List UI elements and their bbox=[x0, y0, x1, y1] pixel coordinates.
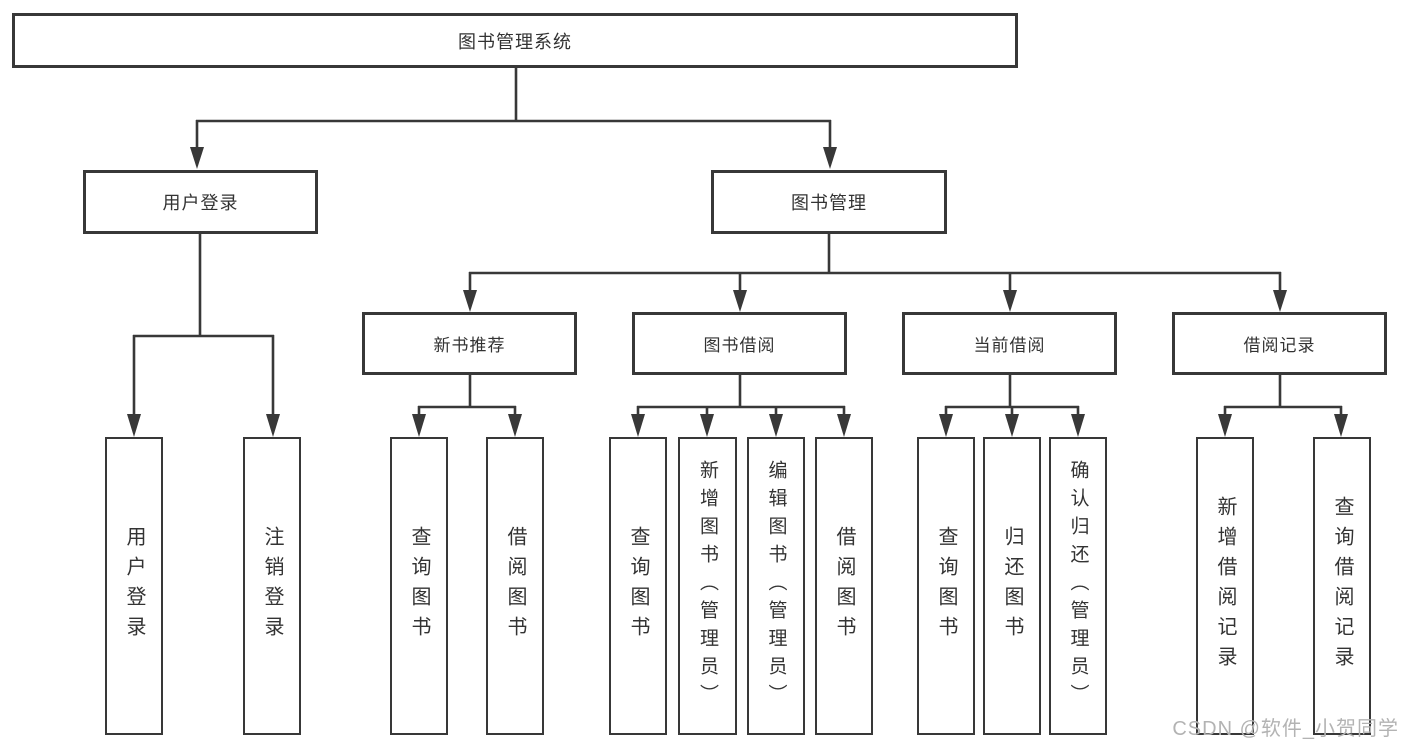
node-book-management: 图书管理 bbox=[711, 170, 947, 234]
leaf-add-borrow-record: 新增借阅记录 bbox=[1196, 437, 1254, 735]
leaf-query-borrow-record: 查询借阅记录 bbox=[1313, 437, 1371, 735]
node-borrow-records: 借阅记录 bbox=[1172, 312, 1387, 375]
node-current-borrow: 当前借阅 bbox=[902, 312, 1117, 375]
csdn-watermark: CSDN @软件_小贺同学 bbox=[1172, 718, 1399, 740]
leaf-query-books-borrow: 查询图书 bbox=[609, 437, 667, 735]
node-book-borrow: 图书借阅 bbox=[632, 312, 847, 375]
node-new-book-recommend: 新书推荐 bbox=[362, 312, 577, 375]
leaf-return-books: 归还图书 bbox=[983, 437, 1041, 735]
leaf-logout: 注销登录 bbox=[243, 437, 301, 735]
leaf-add-books-admin: 新增图书（管理员） bbox=[678, 437, 737, 735]
leaf-edit-books-admin: 编辑图书（管理员） bbox=[747, 437, 805, 735]
leaf-borrow-books: 借阅图书 bbox=[815, 437, 873, 735]
leaf-borrow-books-recommend: 借阅图书 bbox=[486, 437, 544, 735]
leaf-query-books-current: 查询图书 bbox=[917, 437, 975, 735]
leaf-user-login: 用户登录 bbox=[105, 437, 163, 735]
leaf-query-books-recommend: 查询图书 bbox=[390, 437, 448, 735]
node-user-login: 用户登录 bbox=[83, 170, 318, 234]
leaf-confirm-return-admin: 确认归还（管理员） bbox=[1049, 437, 1107, 735]
node-root-system: 图书管理系统 bbox=[12, 13, 1018, 68]
